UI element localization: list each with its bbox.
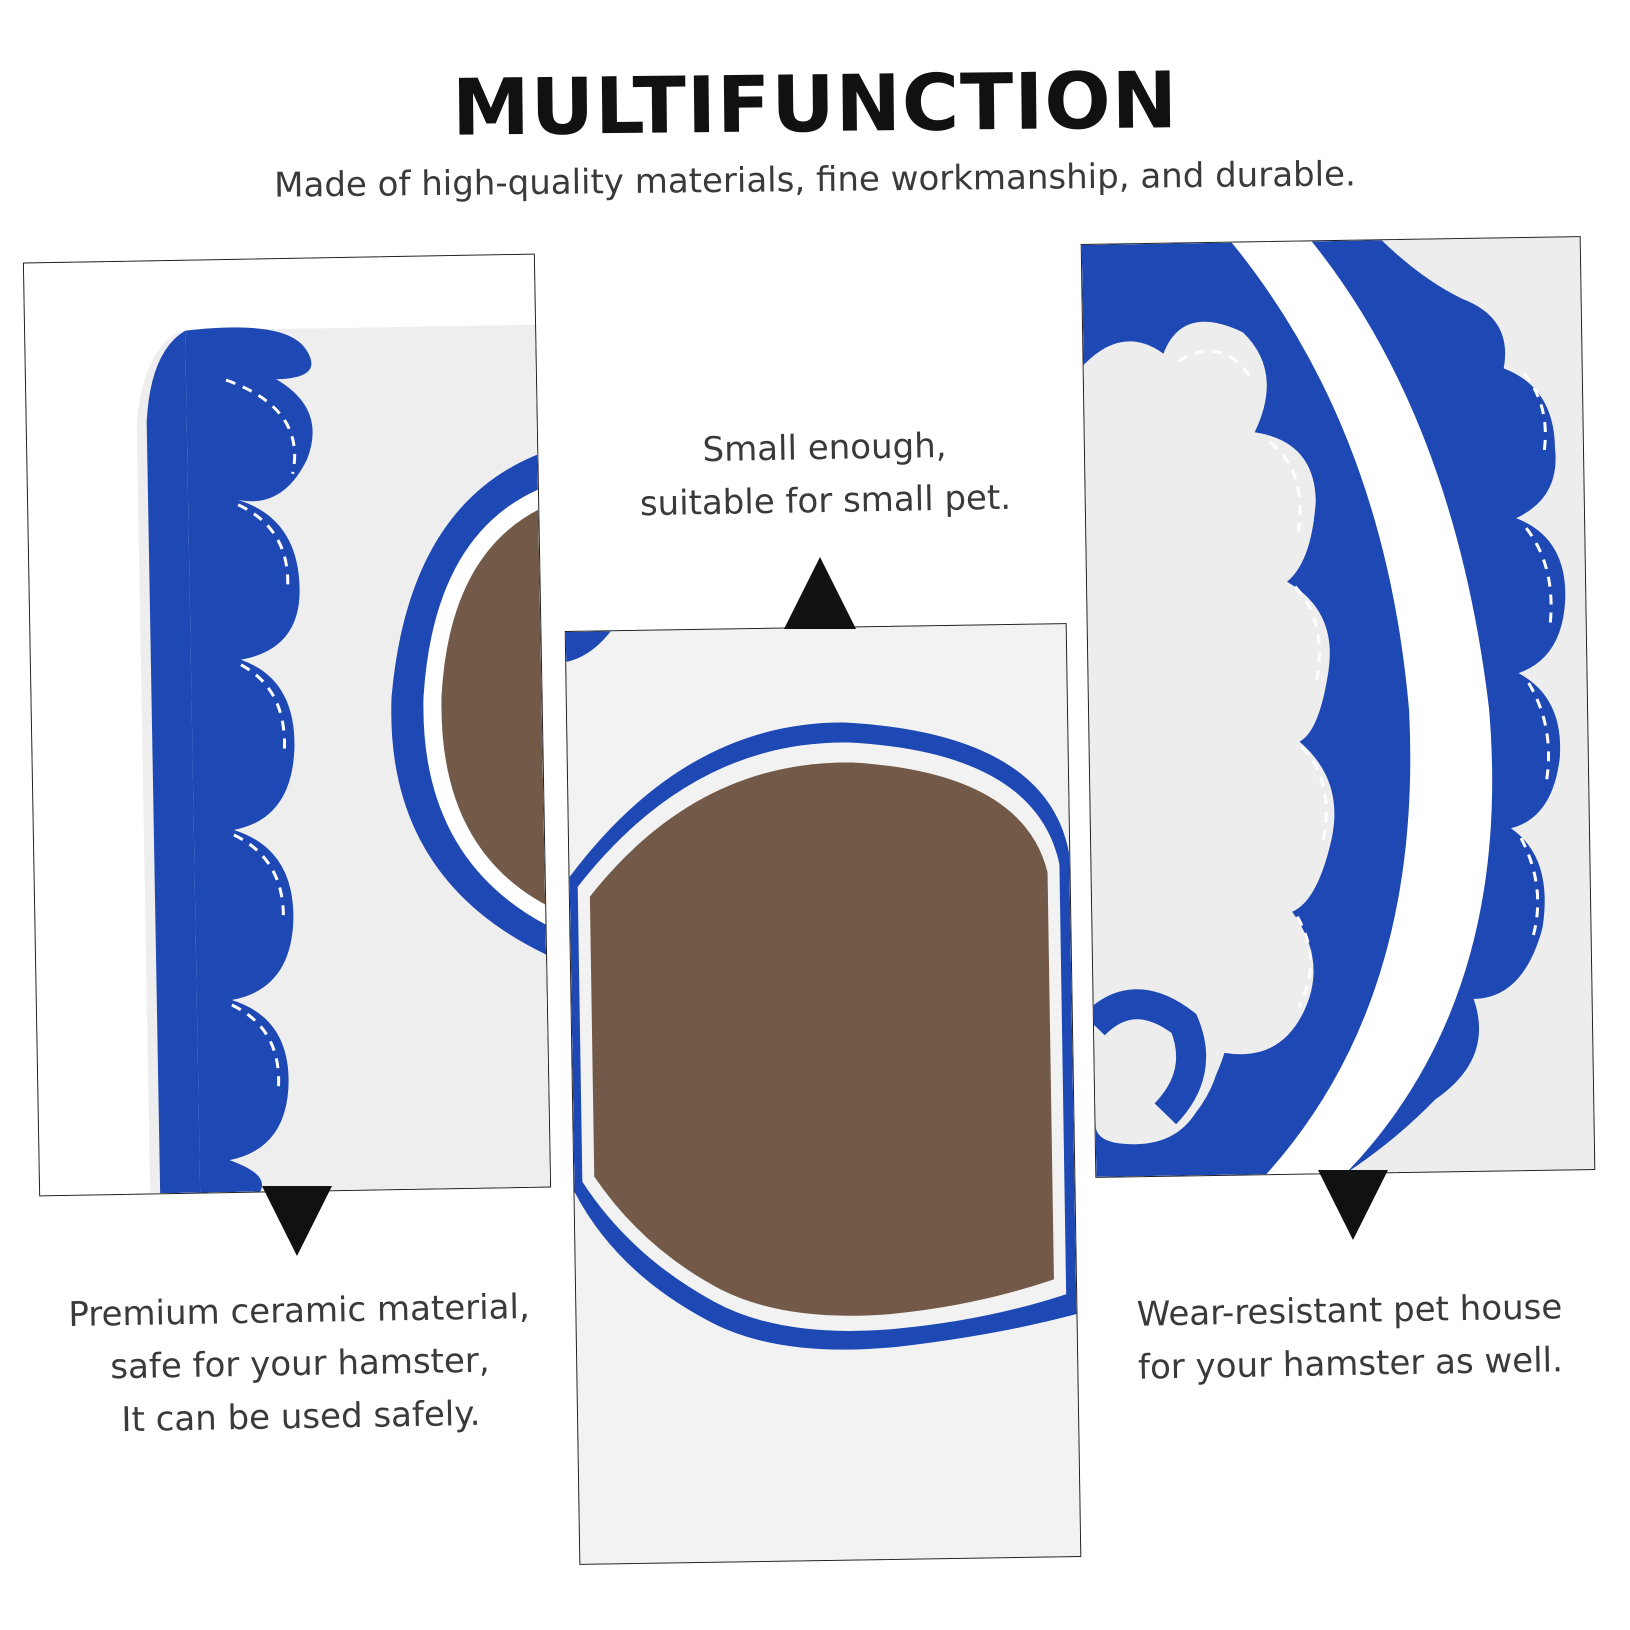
callout-size: Small enough, suitable for small pet. (599, 418, 1051, 532)
callout-material-line: safe for your hamster, (110, 1340, 490, 1388)
callout-material-line: Premium ceramic material, (68, 1286, 531, 1336)
callout-durability-line: Wear-resistant pet house (1136, 1287, 1563, 1335)
callout-material-line: It can be used safely. (121, 1393, 481, 1441)
triangle-down-pointer-icon (262, 1186, 332, 1256)
triangle-up-pointer-icon (784, 557, 856, 629)
photo-panel-side-view (22, 253, 552, 1197)
callout-size-line: suitable for small pet. (639, 477, 1012, 525)
callout-durability-line: for your hamster as well. (1137, 1340, 1564, 1388)
callout-material: Premium ceramic material, safe for your … (39, 1280, 562, 1448)
ceramic-entrance-illustration (565, 624, 1081, 1564)
photo-panel-entrance-view (564, 623, 1082, 1565)
callout-size-line: Small enough, (702, 425, 947, 471)
ceramic-rim-illustration (1081, 237, 1595, 1177)
triangle-down-pointer-icon (1318, 1170, 1388, 1240)
page-title: MULTIFUNCTION (451, 56, 1179, 154)
page-subtitle: Made of high-quality materials, fine wor… (273, 154, 1357, 206)
ceramic-side-illustration (23, 254, 551, 1196)
callout-durability: Wear-resistant pet house for your hamste… (1109, 1281, 1591, 1395)
photo-panel-top-view (1080, 236, 1596, 1178)
